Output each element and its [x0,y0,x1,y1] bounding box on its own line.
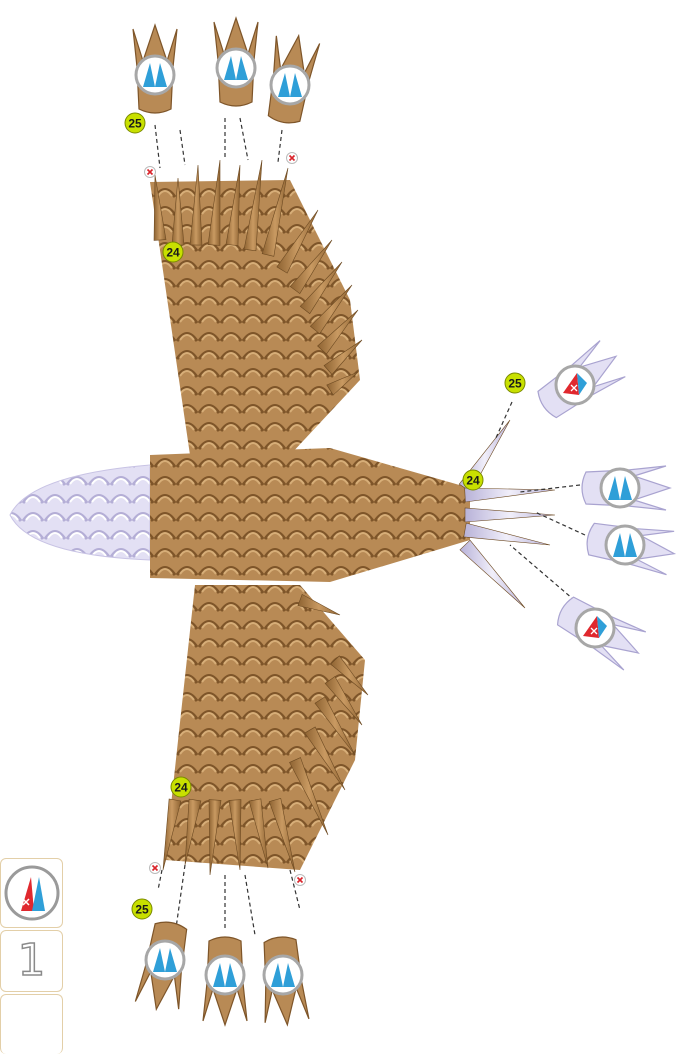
tail-feather [465,488,555,502]
blue-cone-badge-icon [206,956,244,994]
step-label: 24 [466,474,480,488]
step-label: 24 [174,781,188,795]
empty-cell [0,994,63,1054]
piece-counter: 1 [18,939,46,983]
step-badge-icon: 25 [125,113,145,133]
remove-x-icon [145,167,156,178]
guide-line [240,118,248,160]
blue-cone-badge-icon [264,956,302,994]
remove-x-icon [295,875,306,886]
upper-wing [150,160,362,455]
piece-counter-cell: 1 [0,930,63,992]
blue-cone-badge-icon [146,941,184,979]
blue-cone-badge-icon [606,526,644,564]
tail-feather [465,508,555,522]
guide-line [278,130,282,162]
eagle-torso [150,448,470,582]
new-piece [582,466,670,510]
new-piece [214,18,258,106]
blue-cone-badge-icon [136,56,174,94]
guide-line [155,125,160,168]
red-blue-cone-icon [1,859,63,927]
step-badge-icon: 24 [463,470,483,490]
new-piece [584,517,678,576]
red-blue-cone-badge-icon [556,366,594,404]
guide-line [180,130,185,165]
step-label: 25 [128,117,142,131]
tail-feather [460,540,525,608]
red-blue-cone-badge-icon [576,609,614,647]
step-label: 25 [135,903,149,917]
eagle-head [10,465,150,560]
legend-cell[interactable] [0,858,63,928]
step-label: 25 [508,377,522,391]
step-badge-icon: 24 [171,777,191,797]
tail-feather [464,523,550,545]
guide-line [510,545,580,605]
remove-x-icon [150,863,161,874]
step-label: 24 [166,246,180,260]
lower-wing [163,585,368,875]
remove-x-icon [287,153,298,164]
guide-line [245,875,255,935]
new-piece [135,919,194,1013]
blue-cone-badge-icon [217,49,255,87]
step-badge-icon: 25 [132,899,152,919]
step-badge-icon: 24 [163,242,183,262]
new-piece [549,587,651,676]
step-badge-icon: 25 [505,373,525,393]
new-piece [203,937,247,1025]
new-piece [133,25,177,113]
blue-cone-badge-icon [271,66,309,104]
guide-line [158,870,162,890]
blue-cone-badge-icon [601,469,639,507]
new-piece [258,935,310,1027]
new-piece [262,32,321,126]
new-piece [529,335,631,429]
